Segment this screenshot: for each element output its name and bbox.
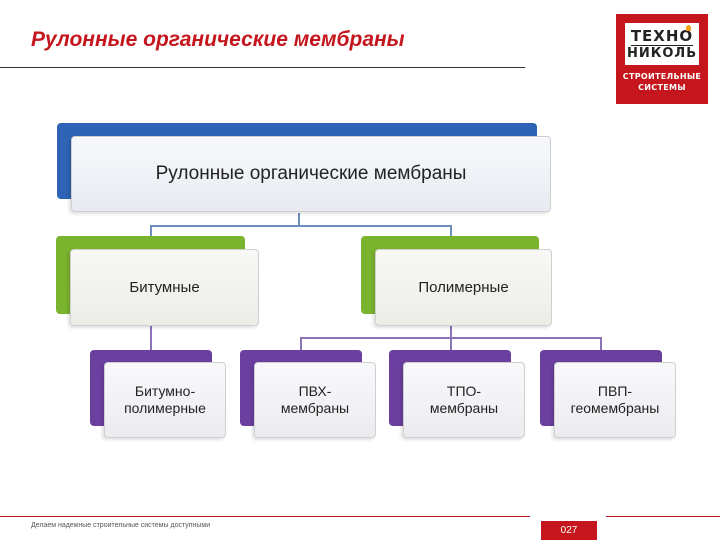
connector-bitumen-child (150, 326, 152, 350)
footer-slogan: Делаем надежные строительные системы дос… (31, 522, 211, 529)
bitumen-polymer-node-label: Битумно- полимерные (124, 383, 206, 416)
title-divider (0, 67, 525, 68)
connector-category-bar (150, 225, 452, 227)
root-node-label: Рулонные органические мембраны (155, 163, 467, 184)
pvp-node: ПВП- геомембраны (554, 362, 676, 438)
connector-to-tpo (450, 337, 452, 351)
logo-wordmark-box: ТЕХНО НИКОЛЬ (625, 23, 699, 65)
connector-root-trunk (298, 213, 300, 226)
page-title: Рулонные органические мембраны (31, 28, 405, 51)
bitumen-node-label: Битумные (129, 279, 200, 296)
footer-divider-left (0, 516, 530, 517)
polymer-node: Полимерные (375, 249, 552, 326)
logo-flame-icon (686, 25, 691, 31)
bitumen-node: Битумные (70, 249, 259, 326)
connector-to-bitumen (150, 225, 152, 237)
bitumen-polymer-node: Битумно- полимерные (104, 362, 226, 438)
tpo-node-label: ТПО- мембраны (429, 383, 499, 416)
connector-to-polymer (450, 225, 452, 237)
root-node: Рулонные органические мембраны (71, 136, 551, 212)
logo-word-1: ТЕХНО (630, 27, 694, 45)
logo-separator (631, 45, 693, 46)
logo-subtitle-2: СИСТЕМЫ (638, 83, 686, 92)
pvp-node-label: ПВП- геомембраны (570, 383, 660, 416)
pvc-node-label: ПВХ- мембраны (280, 383, 350, 416)
tpo-node: ТПО- мембраны (403, 362, 525, 438)
page-number: 027 (541, 521, 597, 540)
logo-subtitle-1: СТРОИТЕЛЬНЫЕ (622, 72, 702, 81)
technonicol-logo: ТЕХНО НИКОЛЬ СТРОИТЕЛЬНЫЕ СИСТЕМЫ (616, 14, 708, 104)
connector-polymer-trunk (450, 326, 452, 338)
logo-word-2: НИКОЛЬ (627, 46, 698, 61)
pvc-node: ПВХ- мембраны (254, 362, 376, 438)
connector-to-pvp (600, 337, 602, 351)
footer-divider-right (606, 516, 720, 517)
polymer-node-label: Полимерные (418, 279, 509, 296)
connector-to-pvc (300, 337, 302, 351)
